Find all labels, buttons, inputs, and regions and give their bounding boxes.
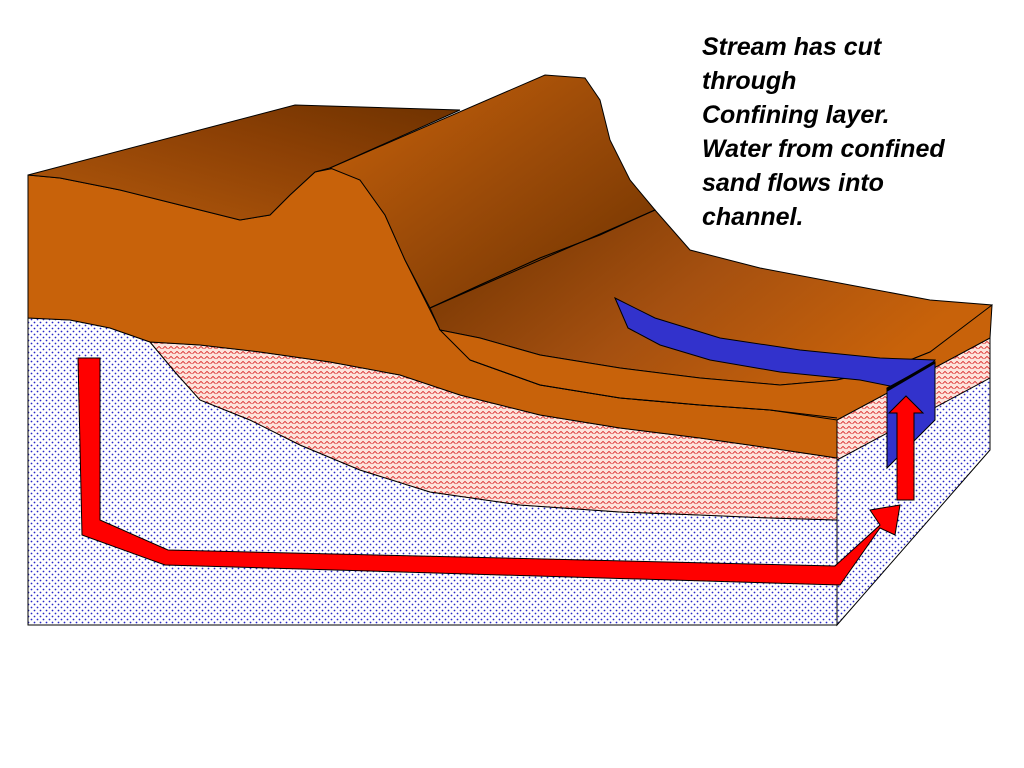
caption-line: sand flows into [702, 169, 884, 197]
caption-line: Stream has cut [702, 33, 882, 61]
surface-crease-front [469, 359, 838, 419]
flow-arrow-up [887, 395, 925, 501]
caption-line: Confining layer. [702, 101, 890, 129]
caption-line: through [702, 67, 797, 95]
annotation-caption: Stream has cut through Confining layer. … [702, 30, 1002, 234]
back-plateau-left [27, 104, 461, 221]
flow-arrow-path [77, 357, 901, 586]
caption-line: channel. [702, 203, 804, 231]
surface-crease [429, 209, 656, 309]
stream-cut-edge [886, 360, 936, 392]
caption-line: Water from confined [702, 135, 945, 163]
